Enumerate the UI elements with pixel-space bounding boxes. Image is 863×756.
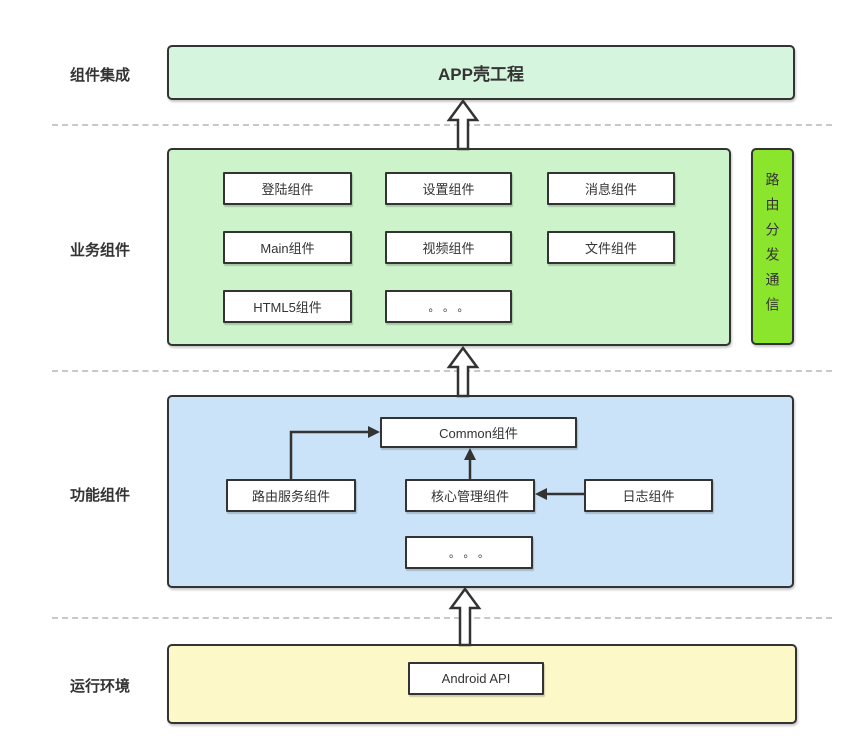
layer-label-functional: 功能组件 xyxy=(69,487,130,504)
layer-label-integration: 组件集成 xyxy=(69,67,130,84)
component-box-functional-more: 。。。 xyxy=(405,536,533,569)
layer-label-business: 业务组件 xyxy=(69,242,130,259)
layer-divider-1 xyxy=(52,124,832,126)
component-box-html5: HTML5组件 xyxy=(223,290,352,323)
routing-bus-box: 路由分发通信 xyxy=(751,148,794,345)
component-box-core-manage: 核心管理组件 xyxy=(405,479,535,512)
up-arrow-functional-to-business-icon xyxy=(446,345,480,398)
component-box-common: Common组件 xyxy=(380,417,577,448)
component-box-settings: 设置组件 xyxy=(385,172,512,205)
layer-divider-2 xyxy=(52,370,832,372)
component-box-main: Main组件 xyxy=(223,231,352,264)
component-box-router-service: 路由服务组件 xyxy=(226,479,356,512)
layer-divider-3 xyxy=(52,617,832,619)
component-box-android-api: Android API xyxy=(408,662,544,695)
component-box-video: 视频组件 xyxy=(385,231,512,264)
component-box-login: 登陆组件 xyxy=(223,172,352,205)
app-shell-box: APP壳工程 xyxy=(167,45,795,100)
layer-label-runtime: 运行环境 xyxy=(69,678,130,695)
component-box-message: 消息组件 xyxy=(547,172,675,205)
component-box-log: 日志组件 xyxy=(584,479,713,512)
component-box-file: 文件组件 xyxy=(547,231,675,264)
component-box-business-more: 。。。 xyxy=(385,290,512,323)
routing-bus-label: 路由分发通信 xyxy=(764,171,781,322)
